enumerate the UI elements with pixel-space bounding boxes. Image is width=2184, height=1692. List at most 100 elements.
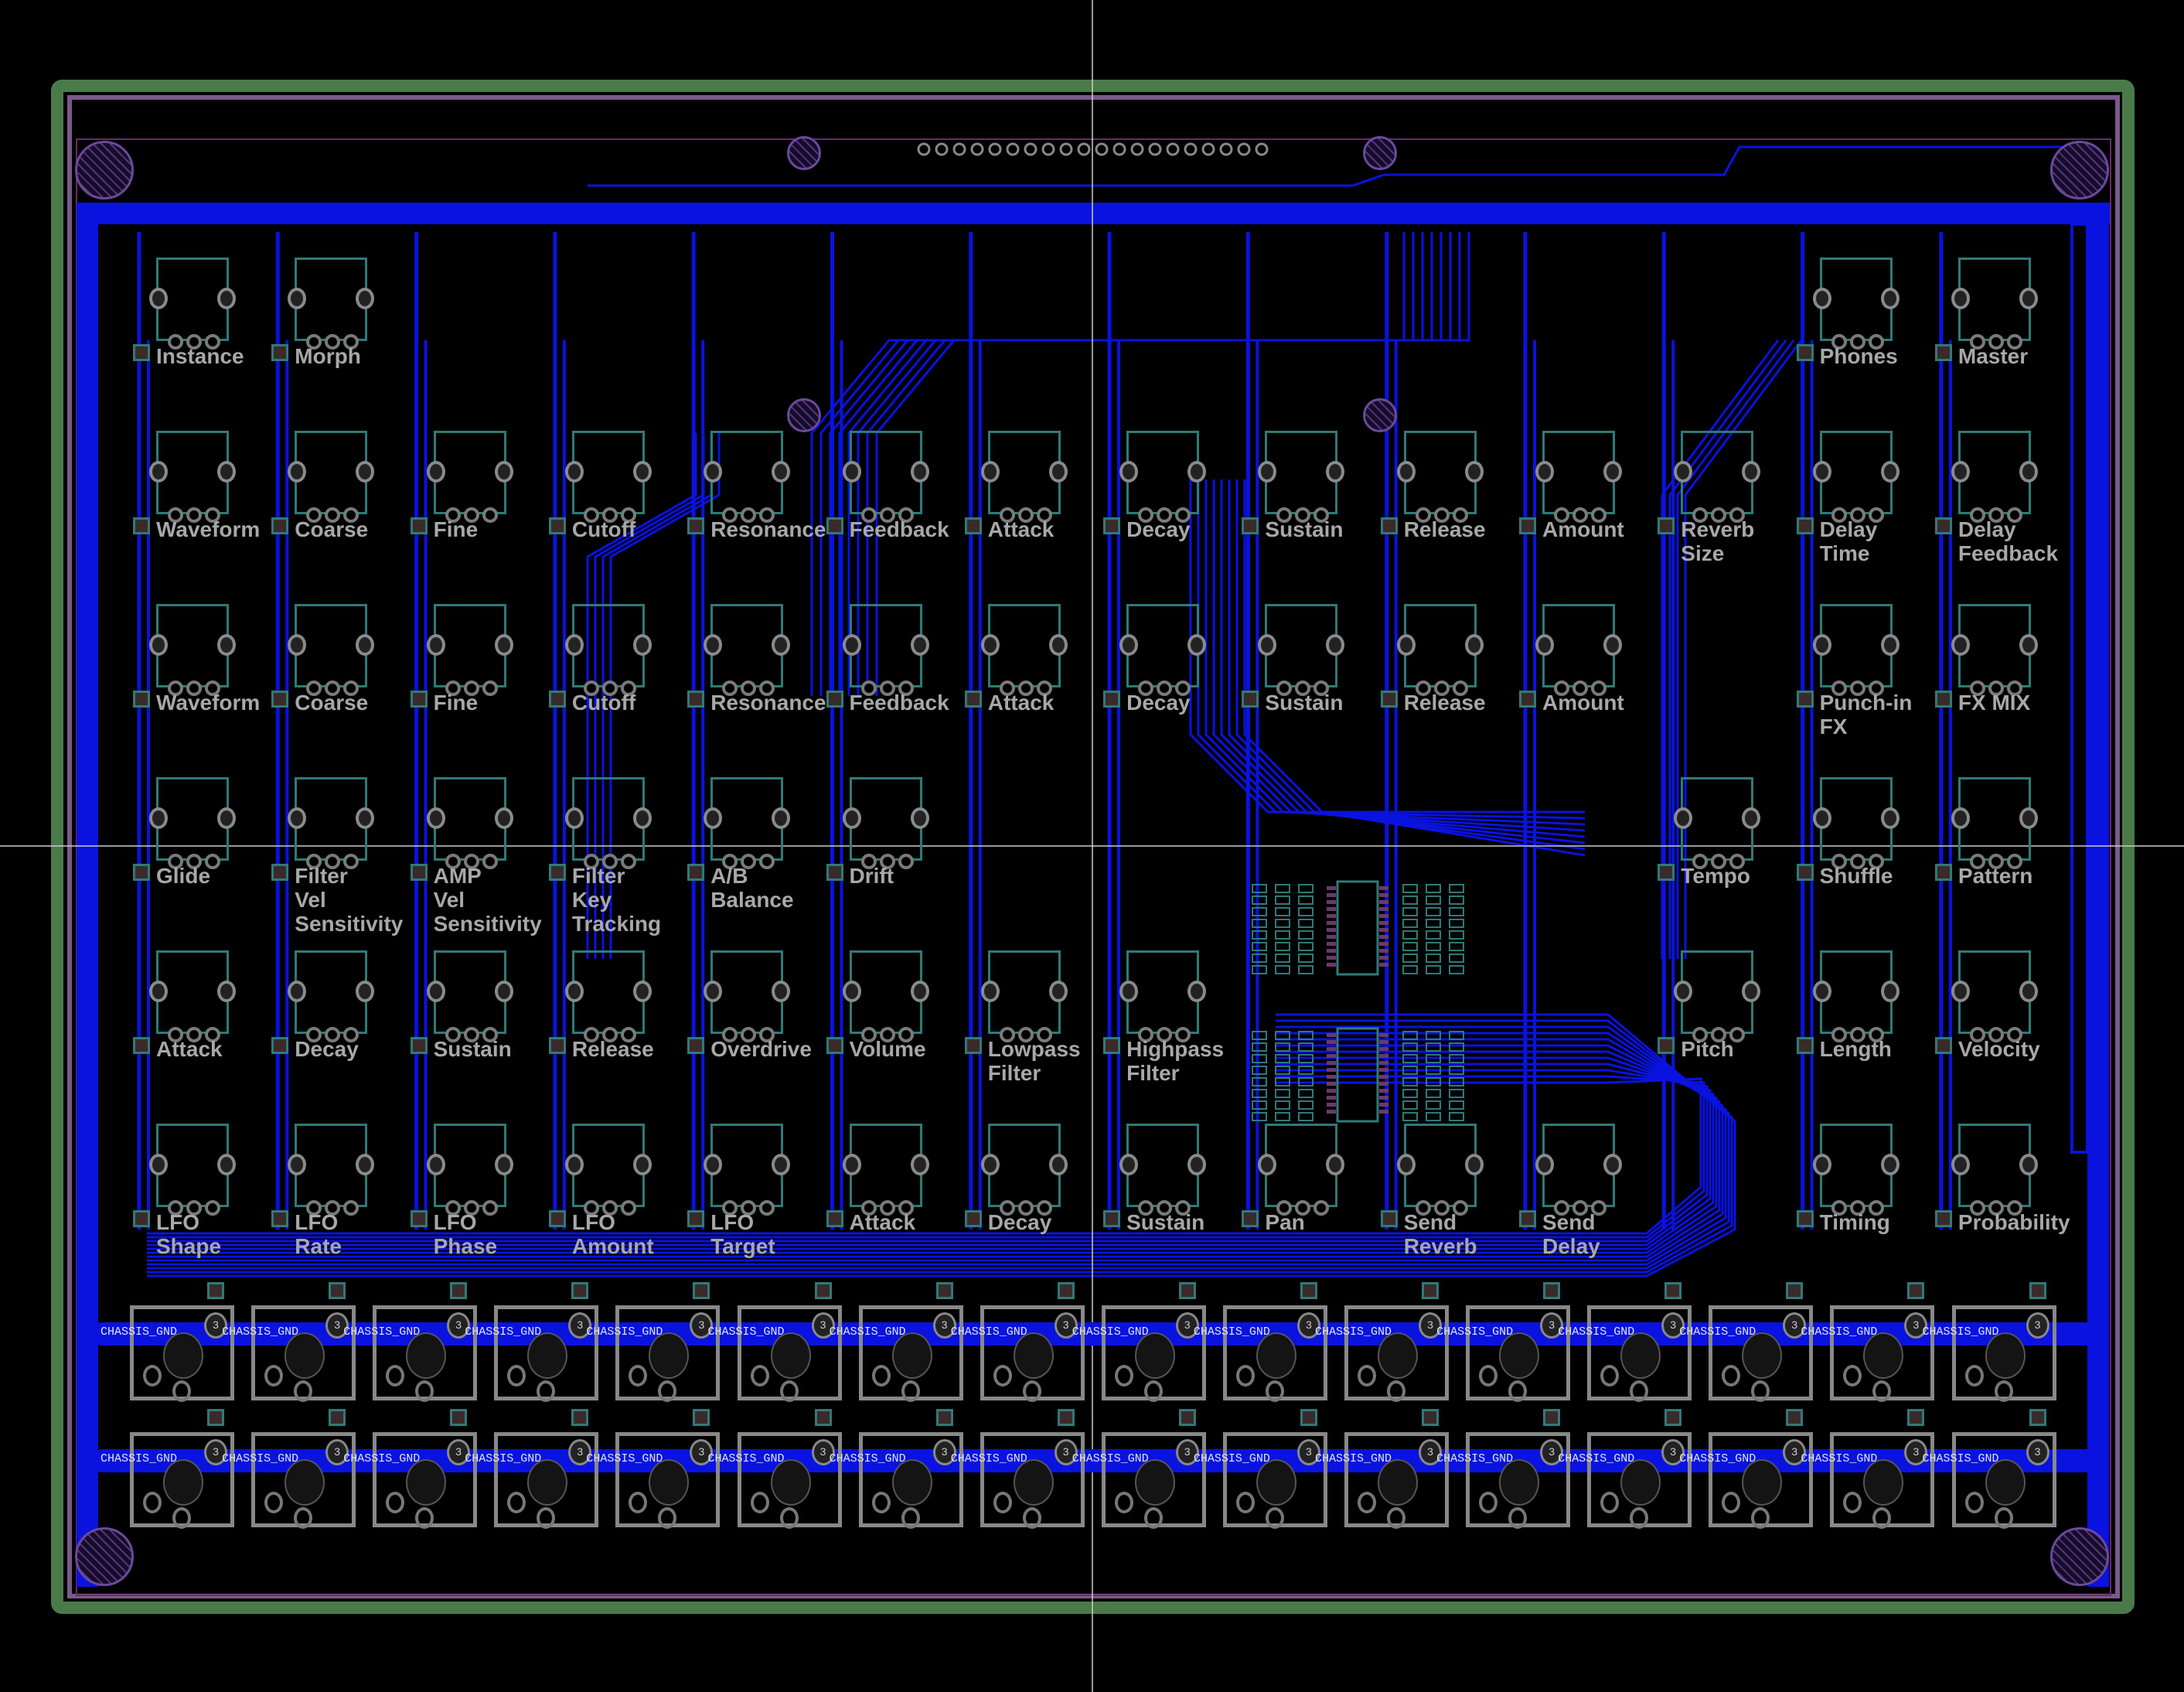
audio-jack[interactable]: 3 xyxy=(858,1432,963,1529)
potentiometer[interactable] xyxy=(564,604,652,696)
audio-jack[interactable]: 3 xyxy=(1466,1432,1571,1529)
potentiometer[interactable] xyxy=(1535,1124,1622,1216)
potentiometer[interactable] xyxy=(704,604,791,696)
potentiometer[interactable] xyxy=(1258,1124,1345,1216)
potentiometer[interactable] xyxy=(564,1124,652,1216)
potentiometer[interactable] xyxy=(1812,604,1900,696)
potentiometer[interactable] xyxy=(704,777,791,869)
potentiometer[interactable] xyxy=(1396,604,1484,696)
audio-jack[interactable]: 3 xyxy=(980,1432,1085,1529)
potentiometer[interactable] xyxy=(1812,431,1900,523)
potentiometer[interactable] xyxy=(149,1124,236,1216)
potentiometer[interactable] xyxy=(564,431,652,523)
audio-jack[interactable]: 3 xyxy=(737,1305,842,1402)
audio-jack[interactable]: 3 xyxy=(1951,1432,2056,1529)
potentiometer[interactable] xyxy=(704,1124,791,1216)
potentiometer[interactable] xyxy=(1396,431,1484,523)
audio-jack[interactable]: 3 xyxy=(1101,1305,1206,1402)
audio-jack[interactable]: 3 xyxy=(615,1305,721,1402)
potentiometer[interactable] xyxy=(149,950,236,1042)
potentiometer[interactable] xyxy=(1812,1124,1900,1216)
potentiometer[interactable] xyxy=(1396,1124,1484,1216)
potentiometer[interactable] xyxy=(564,950,652,1042)
potentiometer[interactable] xyxy=(426,950,513,1042)
potentiometer[interactable] xyxy=(288,950,375,1042)
potentiometer[interactable] xyxy=(1119,1124,1207,1216)
pad xyxy=(964,1037,982,1054)
potentiometer[interactable] xyxy=(1951,777,2038,869)
potentiometer[interactable] xyxy=(1951,258,2038,350)
audio-jack[interactable]: 3 xyxy=(1466,1305,1571,1402)
potentiometer[interactable] xyxy=(1951,1124,2038,1216)
audio-jack[interactable]: 3 xyxy=(1101,1432,1206,1529)
jack-socket xyxy=(163,1332,203,1379)
potentiometer[interactable] xyxy=(1812,258,1900,350)
potentiometer[interactable] xyxy=(704,950,791,1042)
potentiometer[interactable] xyxy=(980,604,1068,696)
potentiometer[interactable] xyxy=(426,1124,513,1216)
potentiometer[interactable] xyxy=(288,1124,375,1216)
audio-jack[interactable]: 3 xyxy=(1830,1432,1935,1529)
potentiometer[interactable] xyxy=(1119,431,1207,523)
pot-pin xyxy=(601,1200,618,1216)
potentiometer[interactable] xyxy=(1535,431,1622,523)
audio-jack[interactable]: 3 xyxy=(1830,1305,1935,1402)
potentiometer[interactable] xyxy=(1258,604,1345,696)
audio-jack[interactable]: 3 xyxy=(858,1305,963,1402)
potentiometer[interactable] xyxy=(842,604,929,696)
potentiometer[interactable] xyxy=(842,950,929,1042)
potentiometer[interactable] xyxy=(1674,950,1761,1042)
potentiometer[interactable] xyxy=(288,431,375,523)
potentiometer[interactable] xyxy=(842,431,929,523)
audio-jack[interactable]: 3 xyxy=(130,1305,234,1402)
potentiometer[interactable] xyxy=(1258,431,1345,523)
audio-jack[interactable]: 3 xyxy=(494,1305,599,1402)
audio-jack[interactable]: 3 xyxy=(1709,1305,1814,1402)
audio-jack[interactable]: 3 xyxy=(1344,1305,1449,1402)
potentiometer[interactable] xyxy=(1951,604,2038,696)
potentiometer[interactable] xyxy=(1674,431,1761,523)
potentiometer[interactable] xyxy=(1812,777,1900,869)
audio-jack[interactable]: 3 xyxy=(494,1432,599,1529)
audio-jack[interactable]: 3 xyxy=(373,1432,478,1529)
audio-jack[interactable]: 3 xyxy=(251,1305,356,1402)
audio-jack[interactable]: 3 xyxy=(1709,1432,1814,1529)
potentiometer[interactable] xyxy=(149,604,236,696)
potentiometer[interactable] xyxy=(980,950,1068,1042)
potentiometer[interactable] xyxy=(1674,777,1761,869)
potentiometer[interactable] xyxy=(426,777,513,869)
audio-jack[interactable]: 3 xyxy=(373,1305,478,1402)
potentiometer[interactable] xyxy=(149,431,236,523)
potentiometer[interactable] xyxy=(288,777,375,869)
potentiometer[interactable] xyxy=(564,777,652,869)
potentiometer[interactable] xyxy=(980,431,1068,523)
potentiometer[interactable] xyxy=(842,777,929,869)
audio-jack[interactable]: 3 xyxy=(1222,1432,1327,1529)
audio-jack[interactable]: 3 xyxy=(615,1432,721,1529)
potentiometer[interactable] xyxy=(1535,604,1622,696)
audio-jack[interactable]: 3 xyxy=(130,1432,234,1529)
audio-jack[interactable]: 3 xyxy=(1587,1432,1692,1529)
header-pin xyxy=(952,142,966,156)
audio-jack[interactable]: 3 xyxy=(1344,1432,1449,1529)
audio-jack[interactable]: 3 xyxy=(737,1432,842,1529)
audio-jack[interactable]: 3 xyxy=(1951,1305,2056,1402)
potentiometer[interactable] xyxy=(1119,604,1207,696)
potentiometer[interactable] xyxy=(426,604,513,696)
potentiometer[interactable] xyxy=(149,258,236,350)
potentiometer[interactable] xyxy=(149,777,236,869)
audio-jack[interactable]: 3 xyxy=(1587,1305,1692,1402)
potentiometer[interactable] xyxy=(980,1124,1068,1216)
audio-jack[interactable]: 3 xyxy=(251,1432,356,1529)
potentiometer[interactable] xyxy=(1951,431,2038,523)
potentiometer[interactable] xyxy=(426,431,513,523)
potentiometer[interactable] xyxy=(288,604,375,696)
audio-jack[interactable]: 3 xyxy=(1222,1305,1327,1402)
potentiometer[interactable] xyxy=(1119,950,1207,1042)
potentiometer[interactable] xyxy=(842,1124,929,1216)
potentiometer[interactable] xyxy=(288,258,375,350)
potentiometer[interactable] xyxy=(1951,950,2038,1042)
potentiometer[interactable] xyxy=(704,431,791,523)
potentiometer[interactable] xyxy=(1812,950,1900,1042)
audio-jack[interactable]: 3 xyxy=(980,1305,1085,1402)
